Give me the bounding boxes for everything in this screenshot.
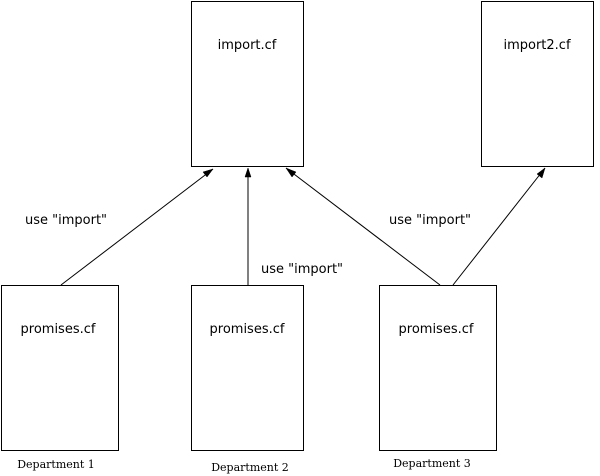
department-1-node: promises.cf Department 1 bbox=[1, 285, 119, 471]
import-file-label: import.cf bbox=[218, 38, 277, 53]
department-3-node: promises.cf Department 3 bbox=[379, 285, 497, 470]
arrowhead-icon bbox=[285, 167, 297, 178]
department-1-box bbox=[1, 285, 119, 451]
department-3-file-label: promises.cf bbox=[399, 322, 474, 337]
department-3-box bbox=[379, 285, 497, 451]
edge-dept3-to-import: use "import" bbox=[285, 167, 471, 286]
import-file-node: import.cf bbox=[191, 1, 304, 167]
arrowhead-icon bbox=[202, 168, 214, 178]
arrowhead-icon bbox=[244, 167, 252, 178]
edge-label: use "import" bbox=[261, 262, 343, 277]
edge-label: use "import" bbox=[389, 213, 471, 228]
import2-file-box bbox=[481, 1, 594, 167]
edge-line bbox=[60, 168, 214, 286]
edge-dept3-to-import2 bbox=[452, 167, 546, 286]
department-3-name: Department 3 bbox=[393, 457, 471, 470]
department-2-node: promises.cf Department 2 bbox=[191, 285, 304, 474]
edge-label: use "import" bbox=[25, 213, 107, 228]
import2-file-node: import2.cf bbox=[481, 1, 594, 167]
edge-line bbox=[452, 167, 546, 286]
edge-line bbox=[285, 167, 441, 286]
department-2-file-label: promises.cf bbox=[210, 322, 285, 337]
department-1-name: Department 1 bbox=[17, 458, 95, 471]
department-2-box bbox=[191, 285, 304, 451]
department-2-name: Department 2 bbox=[211, 461, 289, 474]
department-1-file-label: promises.cf bbox=[21, 322, 96, 337]
arrowhead-icon bbox=[536, 167, 546, 179]
edge-dept2-to-import: use "import" bbox=[244, 167, 343, 285]
import-file-box bbox=[191, 1, 304, 167]
import2-file-label: import2.cf bbox=[503, 38, 570, 53]
edge-dept1-to-import: use "import" bbox=[25, 168, 214, 286]
